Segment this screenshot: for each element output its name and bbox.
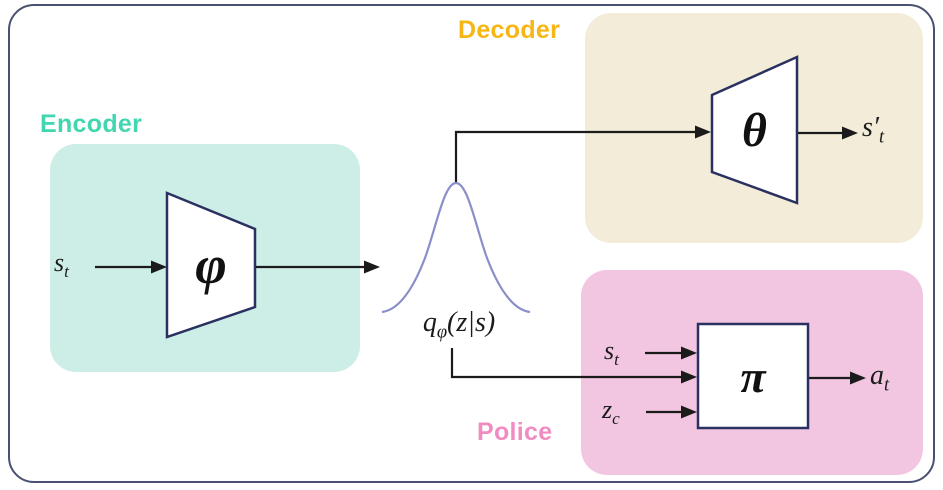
policy-output-base: a: [870, 360, 884, 391]
latent-distribution-label: qφ(z|s): [393, 307, 525, 342]
latent-to-decoder-arrowhead: [695, 125, 711, 139]
encoder-input-base: s: [54, 248, 65, 277]
encoder-input-subscript: t: [64, 262, 69, 282]
policy-output-arrowhead: [850, 371, 866, 385]
encoder-output-arrowhead: [364, 260, 380, 274]
policy-latent-base: z: [602, 395, 613, 424]
policy-state-base: s: [604, 336, 615, 365]
policy-section-label: Police: [477, 418, 553, 446]
encoder-phi-symbol: φ: [195, 235, 227, 295]
decoder-output-subscript: t: [879, 126, 885, 147]
encoder-trapezoid: [165, 191, 257, 339]
decoder-output-arrowhead: [842, 126, 858, 140]
latent-q: q: [422, 307, 437, 338]
policy-latent-input-arrowhead: [681, 405, 697, 419]
encoder-input-label: st: [54, 248, 69, 282]
encoder-section-label: Encoder: [40, 110, 143, 138]
latent-tail: (z|s): [447, 307, 496, 338]
policy-latent-subscript: c: [612, 409, 620, 429]
decoder-trapezoid: [710, 55, 799, 205]
decoder-theta-symbol: θ: [742, 103, 767, 157]
policy-box: [696, 322, 810, 430]
latent-to-decoder-line: [454, 130, 695, 182]
latent-to-policy-arrowhead: [681, 370, 697, 384]
decoder-section-label: Decoder: [458, 16, 561, 44]
policy-pi-symbol: π: [740, 350, 766, 402]
latent-to-policy-line: [450, 348, 681, 379]
decoder-output-label: s′t: [862, 112, 885, 147]
gaussian-curve: [381, 181, 531, 314]
policy-output-label: at: [870, 360, 890, 395]
policy-state-input-label: st: [604, 336, 619, 370]
policy-state-subscript: t: [614, 350, 619, 370]
policy-state-input-arrowhead: [681, 346, 697, 360]
decoder-output-base: s′: [862, 112, 880, 143]
policy-output-subscript: t: [884, 374, 890, 395]
latent-q-subscript: φ: [436, 321, 448, 342]
diagram-outer-border: [8, 4, 935, 483]
policy-latent-input-label: zc: [602, 395, 620, 429]
encoder-input-arrowhead: [151, 260, 167, 274]
